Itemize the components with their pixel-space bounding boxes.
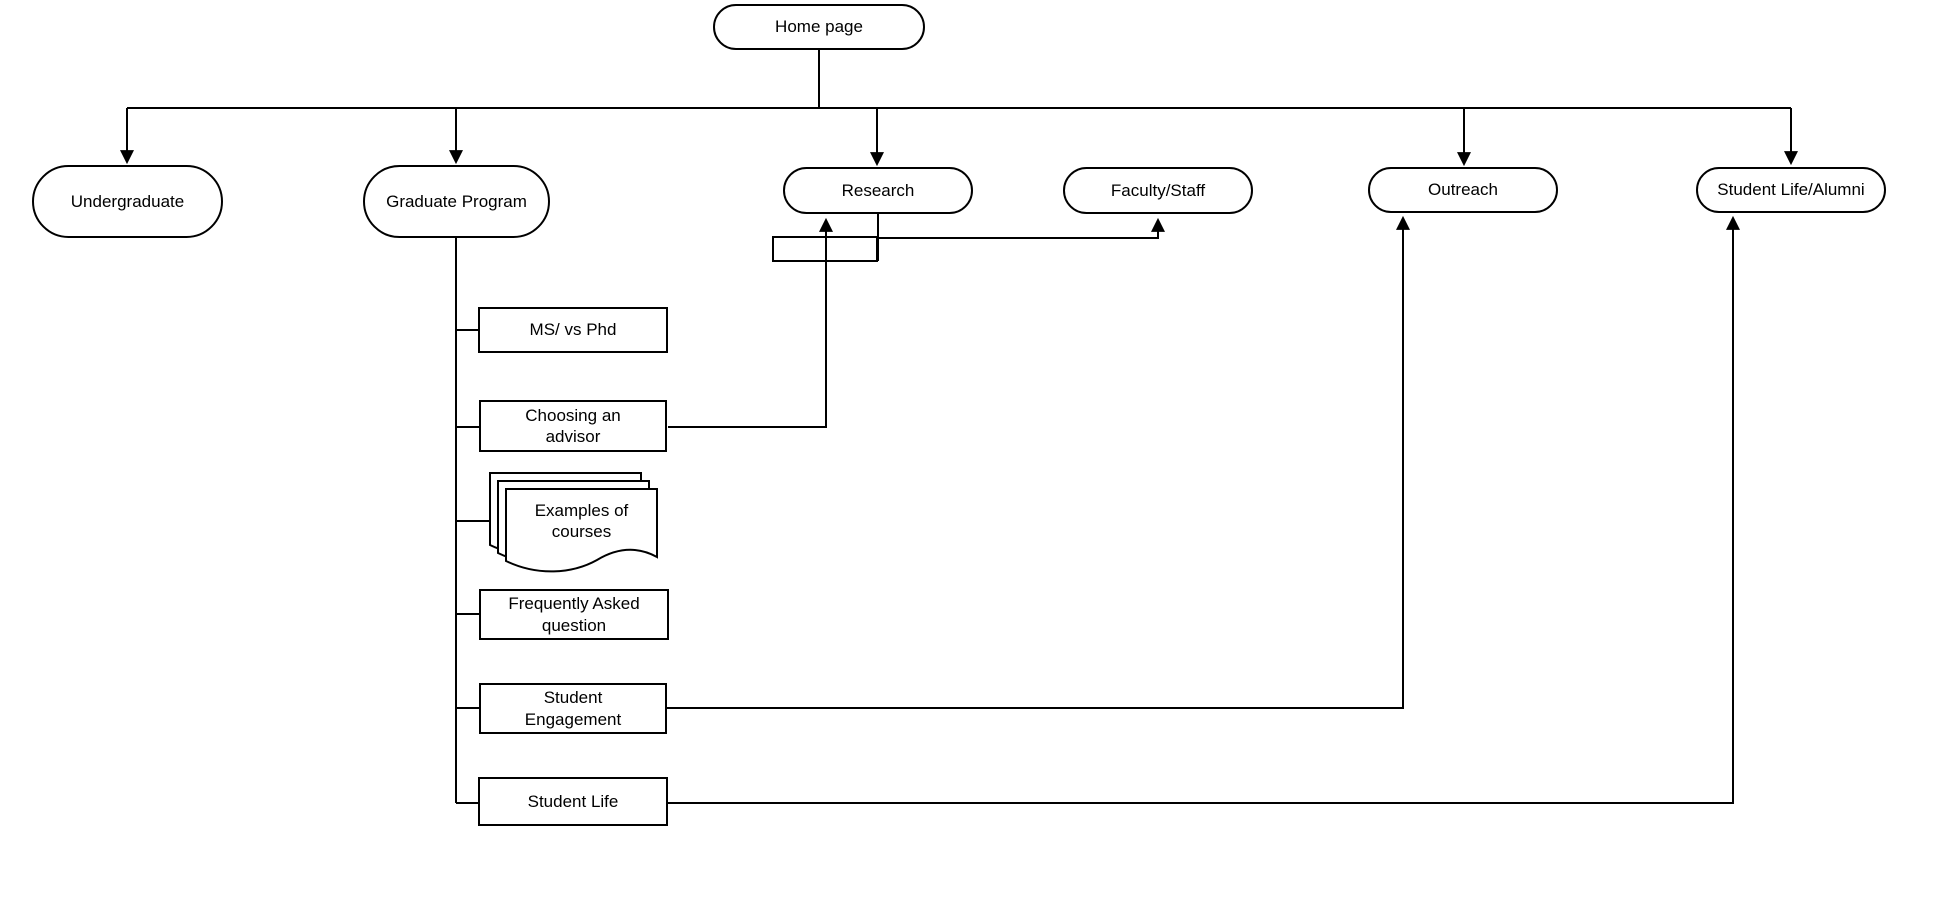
node-research-label: Research [841,180,915,200]
node-undergraduate[interactable]: Undergraduate [32,165,223,238]
connector-advisor-to-research [668,217,833,428]
node-graduate-program-label: Graduate Program [386,191,527,211]
node-home-page[interactable]: Home page [713,4,925,50]
node-choosing-an-advisor[interactable]: Choosing an advisor [479,400,667,452]
node-student-life-label: Student Life [527,791,619,811]
node-faculty-staff-label: Faculty/Staff [1110,180,1206,200]
node-student-engagement-label: Student Engagement [524,688,622,729]
connector-box-to-faculty-staff [877,217,1165,239]
node-student-life[interactable]: Student Life [478,777,668,826]
node-outreach-label: Outreach [1428,180,1498,200]
document-stack-icon [489,472,658,573]
node-ms-vs-phd-label: MS/ vs Phd [529,320,617,340]
node-student-life-alumni-label: Student Life/Alumni [1717,180,1865,200]
connector-engagement-to-outreach [667,215,1410,709]
node-examples-of-courses-text: Examples of courses [506,489,657,553]
node-research[interactable]: Research [783,167,973,214]
node-ms-vs-phd[interactable]: MS/ vs Phd [478,307,668,353]
node-examples-of-courses[interactable]: Examples of courses [482,465,664,581]
node-faculty-staff[interactable]: Faculty/Staff [1063,167,1253,214]
node-outreach[interactable]: Outreach [1368,167,1558,213]
node-frequently-asked-question[interactable]: Frequently Asked question [479,589,669,640]
node-student-engagement[interactable]: Student Engagement [479,683,667,734]
node-student-life-alumni[interactable]: Student Life/Alumni [1696,167,1886,213]
node-examples-of-courses-label: Examples of courses [534,500,629,541]
node-graduate-program[interactable]: Graduate Program [363,165,550,238]
node-frequently-asked-question-label: Frequently Asked question [508,594,640,635]
node-choosing-an-advisor-label: Choosing an advisor [525,405,621,446]
node-undergraduate-label: Undergraduate [70,191,185,211]
node-home-page-label: Home page [775,17,863,37]
connector-studentlife-to-alumni [668,215,1740,804]
